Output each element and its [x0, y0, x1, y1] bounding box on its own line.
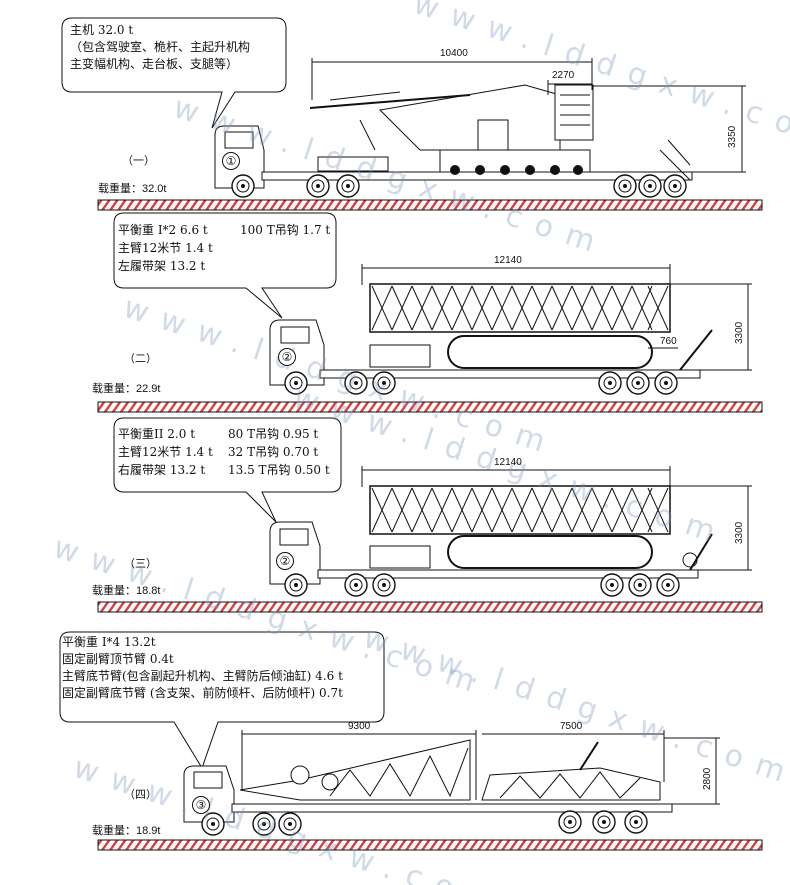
truck-number-3: ②: [276, 552, 294, 570]
callout-4-line-3: 主臂底节臂(包含副起升机构、主臂防后倾油缸) 4.6 t: [62, 669, 343, 683]
dim-length-1: 10400: [440, 48, 468, 59]
dim-length-2: 12140: [494, 255, 522, 266]
callout-2-line-2a: 主臂12米节 1.4 t: [118, 241, 213, 255]
dim-height-4: 2800: [702, 767, 713, 790]
trailer-bed-2: [319, 369, 701, 379]
counterweight-1: [554, 84, 594, 141]
truss-boom-2: [369, 283, 671, 333]
crawler-base-1: [439, 149, 591, 173]
trailer-bed-3: [317, 569, 699, 579]
callout-1-line-1: 主机 32.0 t: [70, 23, 134, 37]
truck-cab-2: [269, 319, 325, 386]
callout-bubble-4: [59, 631, 385, 770]
stage-label-1: （一）: [122, 155, 155, 167]
stage-label-4: （四）: [124, 789, 157, 801]
dim-sub-length-4: 7500: [560, 721, 583, 732]
callout-1-line-2: （包含驾驶室、桅杆、主起升机构: [70, 40, 251, 54]
callout-3-line-1b: 80 T吊钩 0.95 t: [228, 427, 319, 441]
callout-3-line-3a: 右履带架 13.2 t: [118, 463, 206, 477]
callout-text-2: 平衡重 I*2 6.6 t 100 T吊钩 1.7 t 主臂12米节 1.4 t…: [118, 222, 331, 278]
truss-boom-3: [369, 485, 671, 535]
callout-bubble-2: [113, 212, 337, 319]
load-caption-3: 载重量：18.8t: [92, 585, 161, 597]
dim-height-1: 3350: [727, 125, 738, 148]
dim-sub-length-1: 2270: [552, 70, 575, 81]
callout-1-line-3: 主变幅机构、走台板、支腿等）: [70, 57, 239, 71]
ground-hatch-4: [97, 839, 763, 851]
dim-length-4: 9300: [348, 721, 371, 732]
dim-length-3: 12140: [494, 457, 522, 468]
callout-4-line-4: 固定副臂底节臂 (含支架、前防倾杆、后防倾杆) 0.7t: [62, 686, 343, 700]
dim-height-2: 3300: [734, 321, 745, 344]
ground-hatch-3: [97, 601, 763, 613]
callout-2-line-1a: 平衡重 I*2 6.6 t: [118, 223, 208, 237]
truck-number-4: ③: [192, 796, 210, 814]
callout-3-line-3b: 13.5 T吊钩 0.50 t: [228, 463, 330, 477]
panel-3: [97, 417, 763, 613]
panel-2: [97, 212, 763, 413]
callout-text-1: 主机 32.0 t （包含驾驶室、桅杆、主起升机构 主变幅机构、走台板、支腿等）: [70, 22, 250, 73]
truck-number-2: ②: [278, 348, 296, 366]
callout-bubble-3: [113, 417, 342, 523]
crane-superstructure-1: [378, 84, 561, 151]
callout-3-line-1a: 平衡重II 2.0 t: [118, 427, 196, 441]
crawler-track-2: [447, 335, 653, 369]
truck-number-1: ①: [222, 152, 240, 170]
callout-4-line-2: 固定副臂顶节臂 0.4t: [62, 652, 174, 666]
boom-bottom-section-4: [239, 739, 471, 801]
trailer-bed-4: [231, 803, 673, 813]
truck-cab-1: [214, 125, 265, 189]
dim-height-3: 3300: [734, 521, 745, 544]
dim-sub-length-2: 760: [660, 336, 677, 347]
panel-4: [59, 631, 763, 851]
panel-1: [61, 17, 763, 211]
callout-text-3: 平衡重II 2.0 t 80 T吊钩 0.95 t 主臂12米节 1.4 t 3…: [118, 426, 338, 482]
callout-2-line-3a: 左履带架 13.2 t: [118, 259, 206, 273]
callout-4-line-1: 平衡重 I*4 13.2t: [62, 635, 156, 649]
callout-2-line-1b: 100 T吊钩 1.7 t: [240, 223, 331, 237]
ground-hatch-1: [97, 199, 763, 211]
crawler-track-3: [447, 535, 653, 569]
stage-label-2: （二）: [124, 353, 157, 365]
callout-3-line-2a: 主臂12米节 1.4 t: [118, 445, 213, 459]
stage-label-3: （三）: [124, 558, 157, 570]
ground-hatch-2: [97, 401, 763, 413]
load-caption-4: 载重量：18.9t: [92, 825, 161, 837]
load-caption-1: 载重量：32.0t: [98, 183, 167, 195]
callout-text-4: 平衡重 I*4 13.2t 固定副臂顶节臂 0.4t 主臂底节臂(包含副起升机构…: [62, 634, 343, 702]
callout-3-line-2b: 32 T吊钩 0.70 t: [228, 445, 319, 459]
callout-bubble-1: [61, 17, 287, 129]
load-caption-2: 载重量：22.9t: [92, 383, 161, 395]
